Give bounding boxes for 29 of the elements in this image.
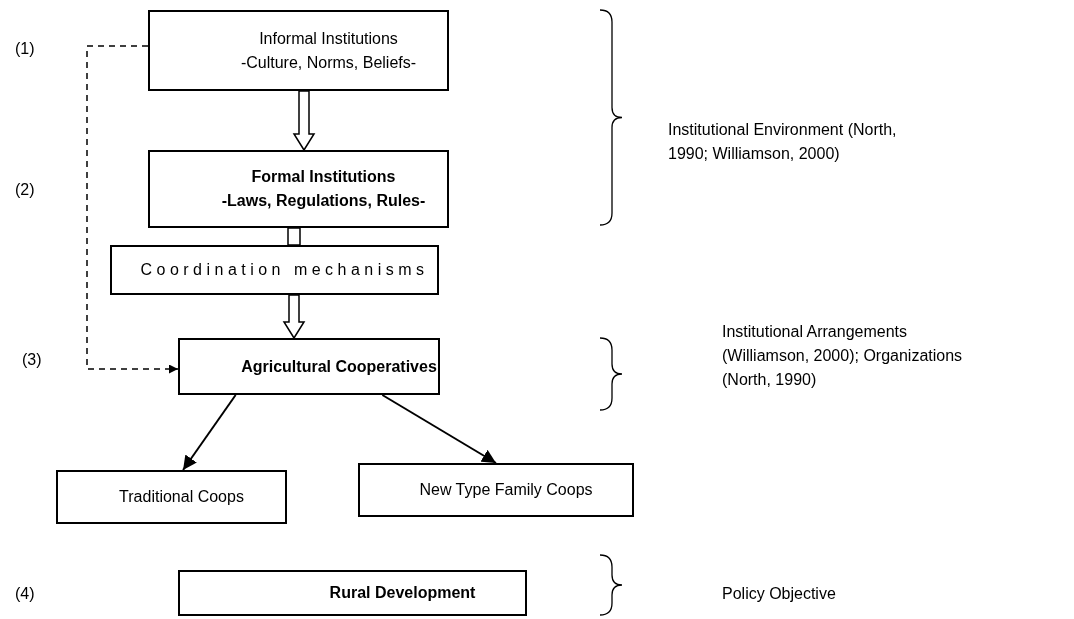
level-number: (1): [15, 39, 36, 59]
level-number: (3): [22, 350, 43, 370]
box-text: Rural Development: [329, 583, 476, 603]
block-arrow: [282, 294, 306, 340]
level-description: Policy Objective: [722, 584, 837, 604]
process-box: [56, 470, 287, 524]
level-description: Institutional Environment (North, 1990; Williamson, 2000): [668, 120, 898, 164]
box-text: New Type Family Coops: [419, 480, 593, 500]
dashed-arrow: [86, 45, 179, 374]
box-text: -Laws, Regulations, Rules-: [221, 191, 426, 211]
level-number: (4): [15, 584, 36, 604]
block-arrow: [292, 90, 316, 152]
box-text: -Culture, Norms, Beliefs-: [240, 52, 417, 73]
box-text: Traditional Coops: [119, 487, 244, 507]
process-box: [178, 338, 440, 395]
box-text: Agricultural Cooperatives: [241, 356, 437, 377]
process-box: [148, 10, 449, 91]
box-text: Informal Institutions: [259, 28, 398, 49]
level-description: Institutional Arrangements (Williamson, 2000); Organizations (North, 1990): [722, 322, 964, 390]
process-box: [358, 463, 634, 517]
arrow: [182, 394, 237, 471]
process-box: [178, 570, 527, 616]
process-box: [110, 245, 439, 295]
process-box: [148, 150, 449, 228]
block-arrow: [287, 227, 301, 246]
arrow: [381, 394, 497, 464]
box-text: Formal Institutions: [251, 167, 396, 187]
box-text: Coordination mechanisms: [140, 260, 429, 280]
level-number: (2): [15, 180, 36, 200]
